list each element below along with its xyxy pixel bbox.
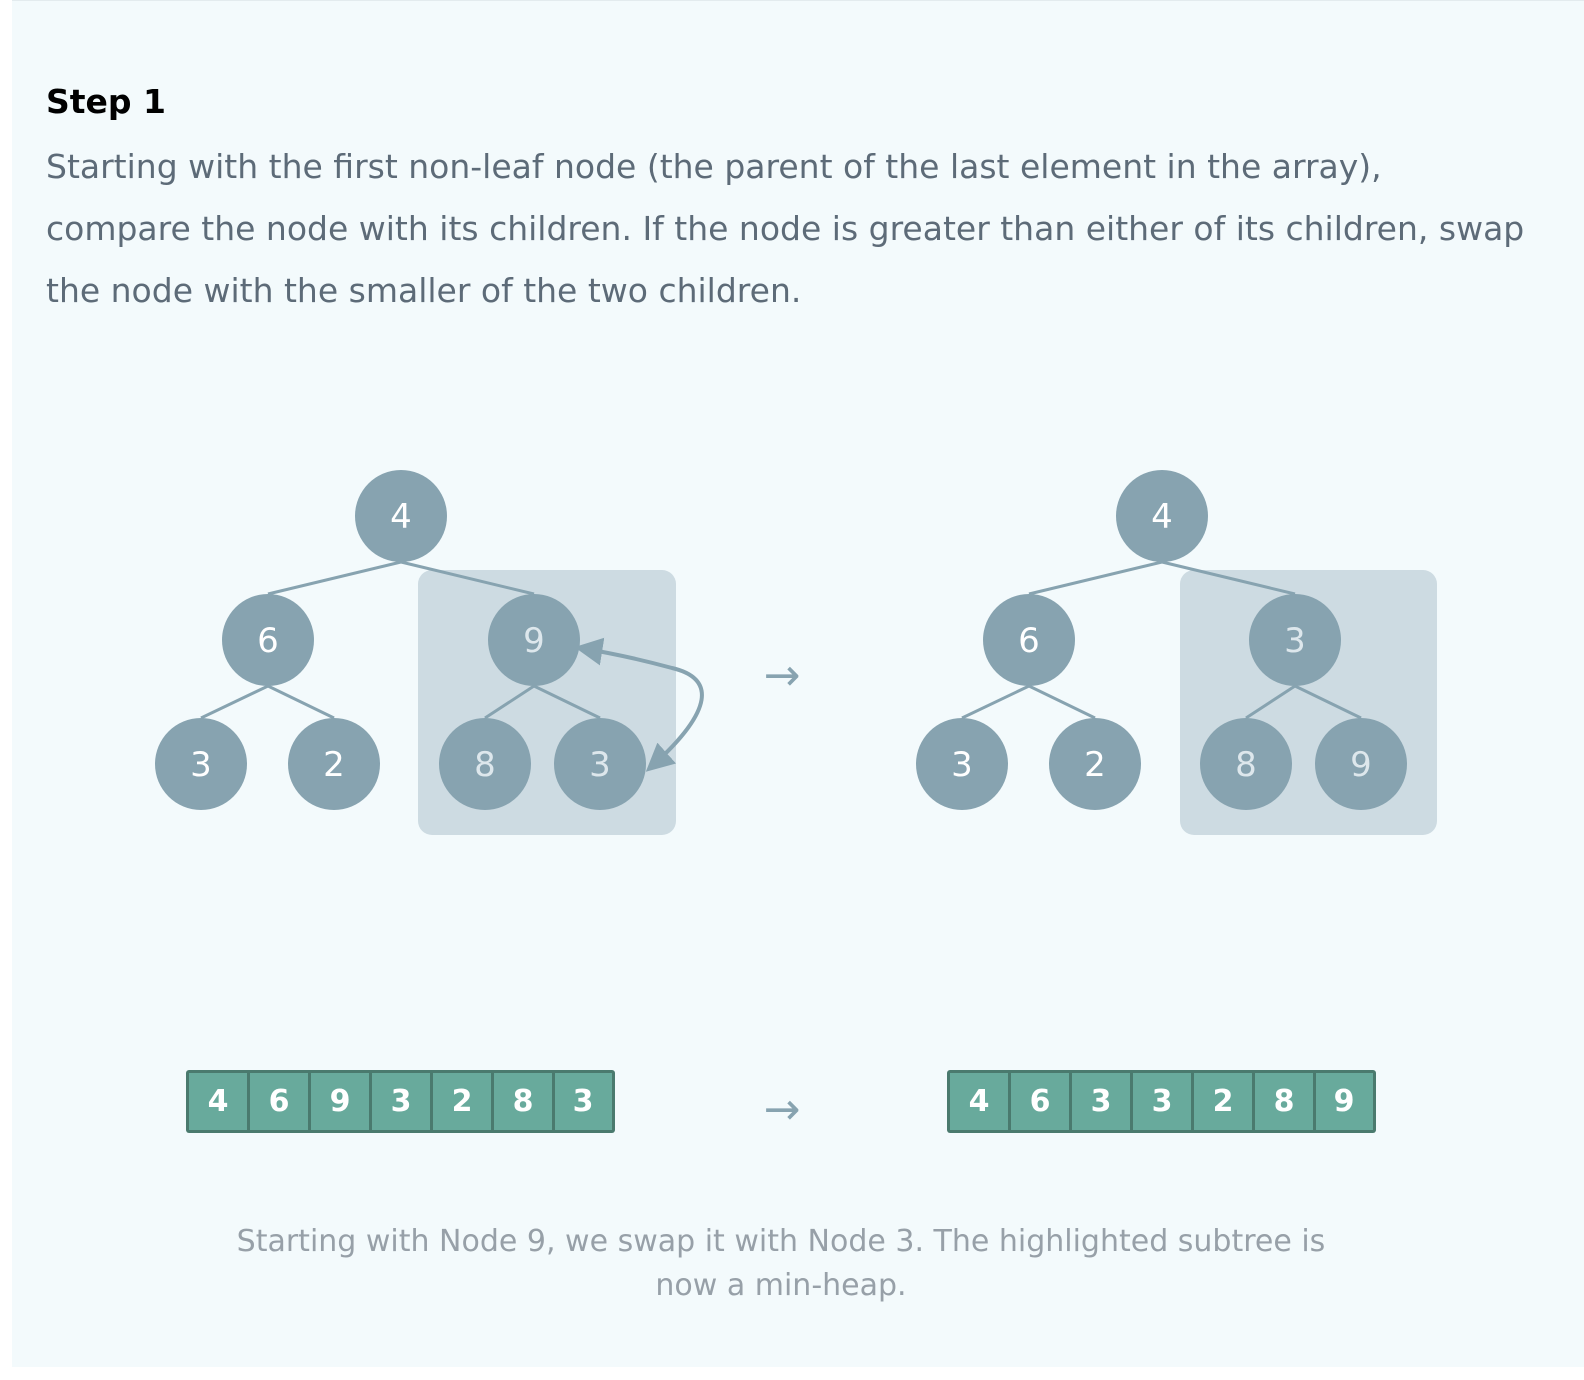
node-label: 4 <box>390 497 412 537</box>
array-cell: 3 <box>372 1073 430 1130</box>
caption: Starting with Node 9, we swap it with No… <box>236 1224 1326 1303</box>
node-label: 9 <box>523 621 545 661</box>
transition-arrow-icon: → <box>764 650 801 701</box>
array-cell: 6 <box>250 1073 308 1130</box>
edge <box>961 684 1030 720</box>
array-cell: 4 <box>189 1073 247 1130</box>
array-cell-value: 4 <box>969 1084 990 1119</box>
array-cell: 3 <box>1072 1073 1130 1130</box>
array-after: 4 6 3 3 2 8 9 <box>947 1070 1376 1133</box>
edge <box>1028 684 1096 720</box>
tree-node: 3 <box>155 718 247 810</box>
edge <box>484 684 535 720</box>
tree-node: 3 <box>916 718 1008 810</box>
edge <box>267 684 335 720</box>
edge <box>1028 560 1163 596</box>
node-label: 4 <box>1151 497 1173 537</box>
edge <box>267 560 402 596</box>
tree-node: 4 <box>355 470 447 562</box>
array-cell: 6 <box>1011 1073 1069 1130</box>
edge <box>400 560 535 596</box>
array-transition-arrow-icon: → <box>764 1084 801 1135</box>
node-label: 8 <box>1235 745 1257 785</box>
tree-node: 6 <box>983 594 1075 686</box>
step-title: Step 1 <box>46 82 166 121</box>
tree-node: 3 <box>554 718 646 810</box>
node-label: 2 <box>1084 745 1106 785</box>
array-cell-value: 2 <box>452 1084 473 1119</box>
tree-node: 6 <box>222 594 314 686</box>
array-cell-value: 9 <box>330 1084 351 1119</box>
node-label: 2 <box>323 745 345 785</box>
node-label: 3 <box>1284 621 1306 661</box>
array-cell: 3 <box>555 1073 612 1130</box>
node-label: 3 <box>951 745 973 785</box>
array-cell: 3 <box>1133 1073 1191 1130</box>
array-cell-value: 8 <box>513 1084 534 1119</box>
array-cell: 8 <box>494 1073 552 1130</box>
array-cell: 9 <box>1316 1073 1373 1130</box>
array-cell-value: 2 <box>1213 1084 1234 1119</box>
array-cell: 8 <box>1255 1073 1313 1130</box>
step-description: Starting with the first non-leaf node (t… <box>46 147 1525 310</box>
array-cell-value: 3 <box>573 1084 594 1119</box>
tree-node: 8 <box>439 718 531 810</box>
tree-node: 2 <box>1049 718 1141 810</box>
node-label: 6 <box>1018 621 1040 661</box>
tree-node: 9 <box>488 594 580 686</box>
array-cell: 2 <box>433 1073 491 1130</box>
tree-after: 4 6 3 3 2 8 9 <box>916 470 1437 835</box>
tree-node: 4 <box>1116 470 1208 562</box>
node-label: 3 <box>589 745 611 785</box>
array-cell-value: 3 <box>1091 1084 1112 1119</box>
array-cell-value: 6 <box>1030 1084 1051 1119</box>
array-cell-value: 8 <box>1274 1084 1295 1119</box>
edge <box>1161 560 1296 596</box>
node-label: 8 <box>474 745 496 785</box>
array-cell: 2 <box>1194 1073 1252 1130</box>
node-label: 9 <box>1350 745 1372 785</box>
tree-node: 3 <box>1249 594 1341 686</box>
swap-arrow <box>574 637 704 772</box>
array-cell-value: 9 <box>1334 1084 1355 1119</box>
array-cell: 4 <box>950 1073 1008 1130</box>
array-cell-value: 3 <box>391 1084 412 1119</box>
edge <box>200 684 269 720</box>
tree-node: 8 <box>1200 718 1292 810</box>
array-cell: 9 <box>311 1073 369 1130</box>
array-cell-value: 3 <box>1152 1084 1173 1119</box>
node-label: 3 <box>190 745 212 785</box>
tree-node: 9 <box>1315 718 1407 810</box>
edge <box>1245 684 1296 720</box>
array-before: 4 6 9 3 2 8 3 <box>186 1070 615 1133</box>
array-cell-value: 4 <box>208 1084 229 1119</box>
tree-after-edges <box>961 560 1362 720</box>
tree-node: 2 <box>288 718 380 810</box>
node-label: 6 <box>257 621 279 661</box>
array-cell-value: 6 <box>269 1084 290 1119</box>
tree-before: 4 6 9 3 2 8 3 <box>155 470 704 835</box>
edge <box>1294 684 1362 720</box>
